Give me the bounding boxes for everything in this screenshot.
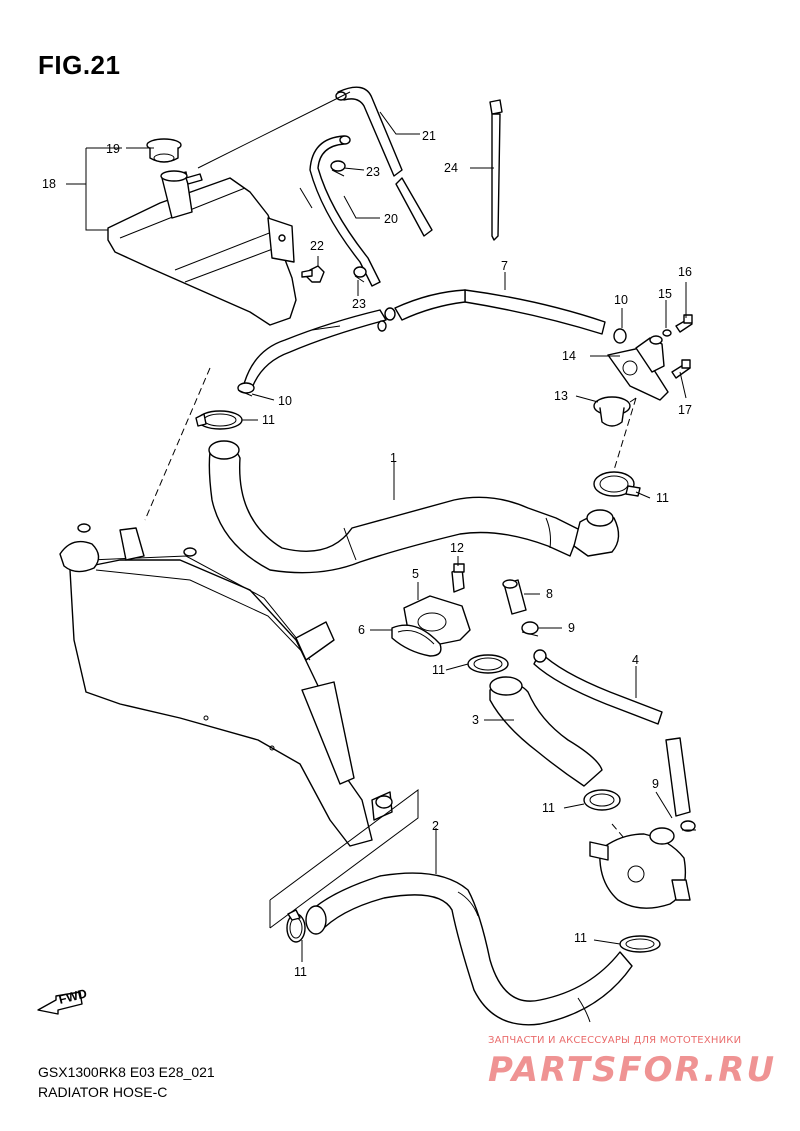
callout-24: 24 — [444, 161, 458, 175]
callout-2: 2 — [432, 819, 439, 833]
callout-23-b: 23 — [352, 297, 366, 311]
callout-11-a: 11 — [262, 413, 275, 427]
guide-line-2 — [613, 397, 637, 471]
callout-11-d: 11 — [542, 801, 555, 815]
callout-21: 21 — [422, 129, 436, 143]
radiator — [59, 523, 393, 847]
section-title: RADIATOR HOSE-C — [38, 1084, 168, 1100]
bolt-12 — [451, 563, 465, 593]
bracket-box — [269, 789, 419, 929]
callout-4: 4 — [632, 653, 639, 667]
bolt-22 — [301, 265, 325, 283]
callout-6: 6 — [358, 623, 365, 637]
thermostat-cover-14 — [607, 335, 669, 401]
callout-15: 15 — [658, 287, 672, 301]
fwd-arrow-icon: FWD — [37, 986, 88, 1015]
reservoir-tank — [107, 170, 297, 326]
callout-11-b: 11 — [656, 491, 669, 505]
model-code: GSX1300RK8 E03 E28_021 — [38, 1064, 215, 1080]
clamp-9-lower — [680, 820, 696, 832]
bolt-17 — [671, 359, 691, 379]
callout-8: 8 — [546, 587, 553, 601]
clamp-10-right — [613, 328, 627, 344]
fitting-8 — [502, 579, 527, 615]
clamp-10-left — [237, 382, 255, 397]
callout-7: 7 — [501, 259, 508, 273]
callout-11-e: 11 — [574, 931, 587, 945]
callout-17: 17 — [678, 403, 692, 417]
callout-labels: 1 2 3 4 5 6 7 8 9 9 10 10 11 11 11 11 11… — [42, 129, 692, 979]
figure-title: FIG.21 — [38, 50, 121, 80]
callout-11-c: 11 — [432, 663, 445, 677]
hose-1 — [208, 440, 620, 574]
hose-21 — [335, 86, 433, 237]
callout-9-upper: 9 — [568, 621, 575, 635]
bolt-16 — [675, 314, 693, 333]
clamp-11-b — [593, 471, 641, 497]
callout-18: 18 — [42, 177, 56, 191]
callout-5: 5 — [412, 567, 419, 581]
callout-12: 12 — [450, 541, 464, 555]
guide-line-3 — [611, 823, 625, 839]
callout-11-f: 11 — [294, 965, 307, 979]
gasket-6 — [391, 624, 442, 657]
hose-3 — [489, 676, 603, 787]
clamp-11-a — [195, 410, 243, 430]
o-ring-15 — [662, 329, 672, 337]
clamp-11-f — [286, 909, 306, 943]
clamp-9-upper — [521, 621, 539, 637]
cable-tie-24 — [489, 99, 503, 241]
callout-16: 16 — [678, 265, 692, 279]
clamp-11-e — [619, 935, 661, 953]
hose-7 — [243, 289, 606, 389]
clip-23a — [330, 160, 346, 177]
callout-20: 20 — [384, 212, 398, 226]
fwd-label: FWD — [57, 986, 88, 1006]
clamp-11-d — [583, 789, 621, 811]
hose-20 — [309, 135, 381, 287]
callout-13: 13 — [554, 389, 568, 403]
hose-4 — [533, 649, 691, 817]
callout-1: 1 — [390, 451, 397, 465]
callout-22: 22 — [310, 239, 324, 253]
reservoir-cap — [146, 138, 182, 163]
callout-14: 14 — [562, 349, 576, 363]
callout-10-left: 10 — [278, 394, 292, 408]
thermostat-13 — [593, 396, 637, 427]
watermark-brand: PARTSFOR.RU — [488, 1050, 777, 1090]
water-pump — [589, 827, 691, 909]
callout-10-right: 10 — [614, 293, 628, 307]
watermark-tagline: ЗАПЧАСТИ И АКСЕССУАРЫ ДЛЯ МОТОТЕХНИКИ — [488, 1035, 742, 1046]
callout-3: 3 — [472, 713, 479, 727]
clamp-11-c — [467, 654, 509, 674]
guide-line-1 — [144, 367, 211, 521]
clip-23b — [353, 266, 367, 283]
leader-lines — [66, 91, 687, 962]
callout-23-a: 23 — [366, 165, 380, 179]
hose-2 — [305, 872, 633, 1026]
callout-19: 19 — [106, 142, 120, 156]
callout-9-lower: 9 — [652, 777, 659, 791]
